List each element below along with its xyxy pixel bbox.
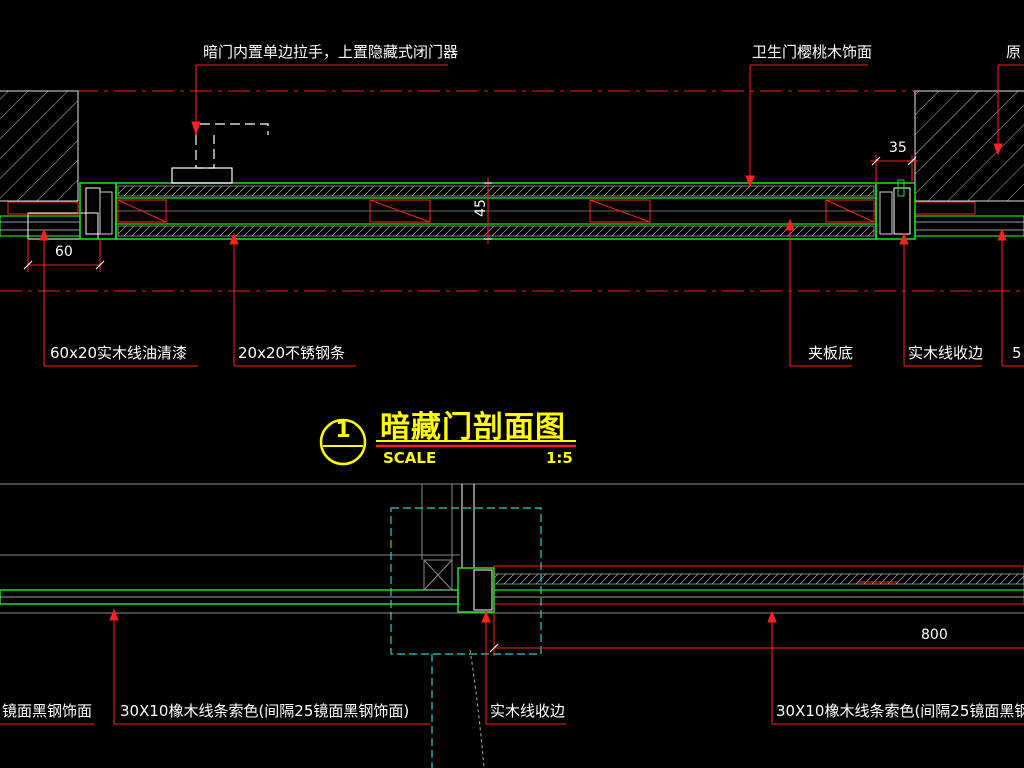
callout-left-cut: 镜面黑钢饰面 bbox=[2, 702, 93, 720]
dim-60-label: 60 bbox=[55, 244, 73, 260]
dim-800-label: 800 bbox=[921, 627, 948, 643]
right-jamb bbox=[875, 179, 916, 240]
scale-value: 1:5 bbox=[546, 449, 573, 467]
callout-plywood: 夹板底 bbox=[808, 344, 854, 362]
wall-finish-right bbox=[914, 201, 1024, 237]
callout-oil-paint: 60x20实木线油清漆 bbox=[50, 344, 188, 362]
bottom-section bbox=[0, 483, 1024, 768]
callout-edge-trim-top: 实木线收边 bbox=[908, 344, 984, 362]
top-leaders bbox=[39, 64, 1024, 367]
top-section bbox=[0, 64, 1024, 367]
dim-thickness bbox=[484, 177, 492, 244]
door-leaf bbox=[115, 182, 877, 240]
wall-finish-left bbox=[0, 201, 99, 240]
callout-edge-trim-bottom: 实木线收边 bbox=[490, 702, 566, 720]
callout-bottom-right-cut: 5 bbox=[1012, 344, 1022, 362]
callout-strip-left: 30X10橡木线条索色(间隔25镜面黑钢饰面) bbox=[120, 702, 410, 720]
drawing-title: 暗藏门剖面图 bbox=[380, 410, 566, 445]
dim-35 bbox=[870, 155, 918, 184]
left-wall bbox=[0, 90, 79, 202]
callout-steel-bar: 20x20不锈钢条 bbox=[238, 344, 346, 362]
callout-door-handle: 暗门内置单边拉手，上置隐藏式闭门器 bbox=[203, 43, 459, 61]
callout-strip-right: 30X10橡木线条索色(间隔25镜面黑钢饰面 bbox=[776, 702, 1024, 720]
callout-top-right-cut: 原 bbox=[1006, 43, 1022, 61]
section-number: 1 bbox=[335, 418, 351, 443]
dim-45-label: 45 bbox=[472, 199, 489, 217]
right-wall bbox=[914, 90, 1024, 202]
title-badge bbox=[319, 418, 576, 466]
dim-60 bbox=[23, 240, 105, 272]
dim-35-label: 35 bbox=[889, 140, 907, 156]
callout-door-face: 卫生门樱桃木饰面 bbox=[752, 43, 873, 61]
hidden-handle bbox=[171, 123, 269, 184]
scale-label: SCALE bbox=[383, 449, 437, 467]
